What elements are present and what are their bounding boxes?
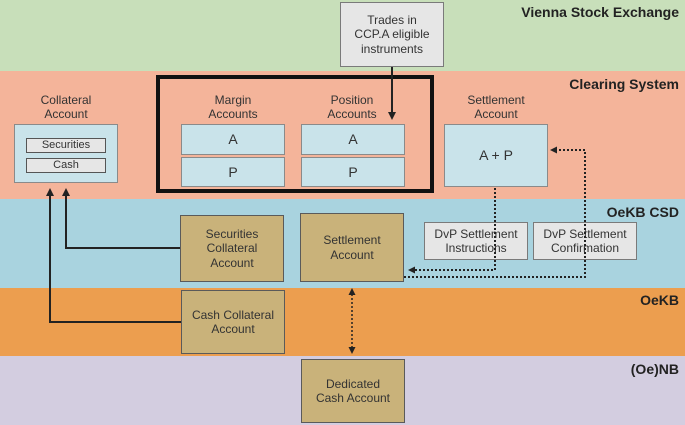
- position-a-label: A: [348, 131, 358, 148]
- dedicated-cash-line1: Dedicated: [325, 376, 381, 391]
- settlement-csd-line1: Settlement: [323, 233, 381, 248]
- dvp-instructions-line2: Instructions: [445, 241, 507, 255]
- securities-collateral-line2: Collateral: [206, 241, 258, 256]
- collateral-title-line1: Collateral: [40, 93, 92, 107]
- position-p-label: P: [348, 163, 358, 180]
- band-label-oekb: OeKB: [640, 292, 679, 308]
- band-label-nb: (Oe)NB: [630, 361, 679, 377]
- cash-collateral-account: Cash Collateral Account: [181, 290, 285, 354]
- position-title-line1: Position: [330, 93, 374, 107]
- trades-line3: instruments: [360, 41, 424, 56]
- band-label-csd: OeKB CSD: [606, 204, 679, 220]
- cash-collateral-line1: Cash Collateral: [191, 307, 275, 322]
- securities-collateral-line1: Securities: [205, 226, 259, 241]
- band-oekb: OeKB: [0, 288, 685, 356]
- settlement-clearing-line2: Account: [474, 107, 518, 122]
- collateral-securities-label: Securities: [41, 138, 91, 151]
- trades-line1: Trades in: [367, 12, 417, 27]
- dvp-confirmation-box: DvP Settlement Confirmation: [533, 222, 637, 260]
- position-title-line2: Accounts: [327, 107, 377, 122]
- settlement-clearing-title: Settlement Account: [444, 93, 548, 122]
- position-account-a: A: [301, 124, 405, 155]
- settlement-clearing-value: A + P: [479, 147, 513, 164]
- cash-collateral-line2: Account: [211, 322, 255, 336]
- collateral-title-line2: Account: [44, 107, 88, 122]
- position-accounts-title: Position Accounts: [300, 93, 404, 122]
- dedicated-cash-line2: Cash Account: [315, 391, 391, 405]
- collateral-account-title: Collateral Account: [14, 93, 118, 122]
- securities-collateral-line3: Account: [210, 255, 254, 270]
- margin-account-p: P: [181, 157, 285, 187]
- dvp-confirmation-line2: Confirmation: [550, 241, 620, 255]
- settlement-csd-line2: Account: [330, 247, 374, 262]
- margin-position-frame: [156, 75, 434, 193]
- collateral-account-box: Securities Cash: [14, 124, 118, 183]
- collateral-securities-box: Securities: [26, 138, 106, 153]
- trades-box: Trades in CCP.A eligible instruments: [340, 2, 444, 67]
- margin-title-line1: Margin: [214, 93, 252, 107]
- margin-title-line2: Accounts: [208, 107, 258, 122]
- margin-account-a: A: [181, 124, 285, 155]
- settlement-csd-account: Settlement Account: [300, 213, 404, 282]
- settlement-clearing-box: A + P: [444, 124, 548, 187]
- margin-a-label: A: [228, 131, 238, 148]
- band-label-vienna: Vienna Stock Exchange: [521, 4, 679, 20]
- dvp-confirmation-line1: DvP Settlement: [543, 226, 627, 241]
- collateral-cash-label: Cash: [53, 158, 79, 171]
- dvp-instructions-box: DvP Settlement Instructions: [424, 222, 528, 260]
- securities-collateral-account: Securities Collateral Account: [180, 215, 284, 282]
- trades-line2: CCP.A eligible: [354, 27, 430, 42]
- collateral-cash-box: Cash: [26, 158, 106, 173]
- position-account-p: P: [301, 157, 405, 187]
- settlement-clearing-line1: Settlement: [467, 93, 525, 107]
- dedicated-cash-account: Dedicated Cash Account: [301, 359, 405, 423]
- margin-accounts-title: Margin Accounts: [181, 93, 285, 122]
- dvp-instructions-line1: DvP Settlement: [434, 226, 518, 241]
- band-label-clearing: Clearing System: [569, 76, 679, 92]
- margin-p-label: P: [228, 163, 238, 180]
